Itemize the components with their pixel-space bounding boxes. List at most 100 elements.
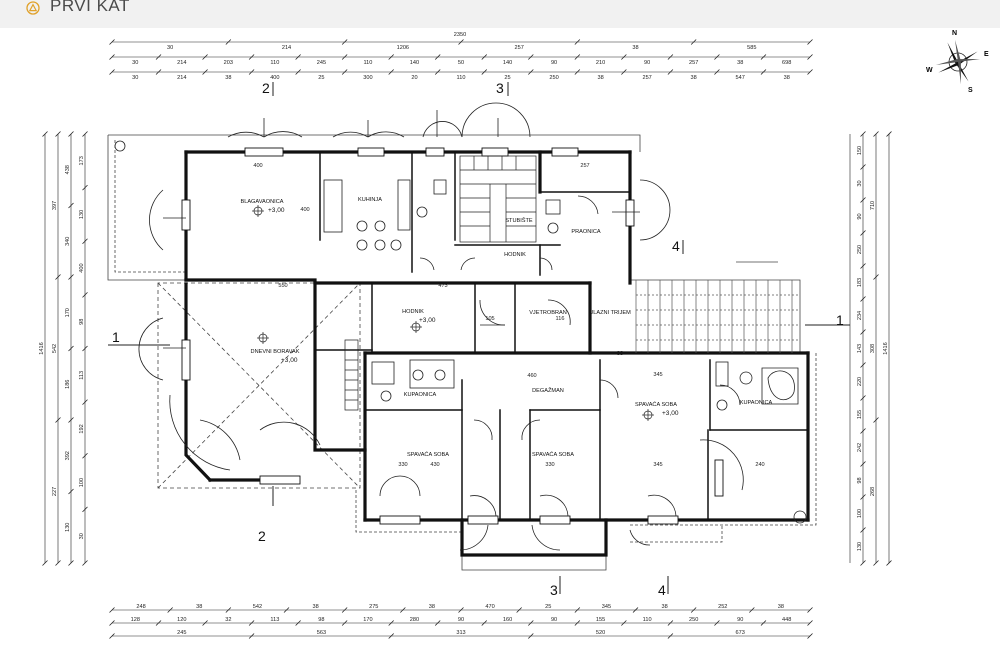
dimension-label: 227 <box>52 487 58 496</box>
section-mark: 2 <box>262 80 270 96</box>
dimension-label: 30 <box>167 45 173 51</box>
dimension-label: 397 <box>52 201 58 210</box>
dimension-label: 38 <box>225 75 231 81</box>
dimension-label: 128 <box>131 617 140 623</box>
dimension-label: 143 <box>857 344 863 353</box>
dimension-label: 2350 <box>454 32 466 38</box>
dimension-label: 160 <box>503 617 512 623</box>
dimension-label: 170 <box>363 617 372 623</box>
room-label-spavaca-r: SPAVAĆA SOBA <box>635 401 677 408</box>
dimension-label: 268 <box>870 487 876 496</box>
section-mark: 4 <box>672 238 680 254</box>
dimension-label: 30 <box>857 180 863 186</box>
dimension-label: 130 <box>857 542 863 551</box>
dimension-label: 313 <box>456 630 465 636</box>
dimension-label: 30 <box>132 75 138 81</box>
dimension-label: 38 <box>429 604 435 610</box>
dimension-label: 183 <box>857 278 863 287</box>
dimension-label: 25 <box>504 75 510 81</box>
section-mark: 1 <box>112 329 120 345</box>
dimension-label: 234 <box>857 311 863 320</box>
room-label-spavaca-m: SPAVAĆA SOBA <box>532 451 574 458</box>
dimension-ticks <box>42 39 892 639</box>
dimension-label: 192 <box>79 424 85 433</box>
inner-dimension-label: 345 <box>653 372 662 378</box>
stairs <box>344 155 800 411</box>
room-label-vjetrobran: VJETROBRAN <box>529 310 567 316</box>
inner-dimension-label: 400 <box>300 207 309 213</box>
dimension-label: 280 <box>410 617 419 623</box>
dimension-label: 275 <box>369 604 378 610</box>
compass-s: S <box>968 87 973 94</box>
triangle-circle-icon[interactable] <box>26 1 40 15</box>
compass-n: N <box>952 30 957 37</box>
dimension-label: 90 <box>551 617 557 623</box>
room-level-spavaca-r: +3,00 <box>662 410 679 417</box>
dimension-label: 155 <box>857 410 863 419</box>
dimension-label: 113 <box>79 371 85 380</box>
dimension-label: 250 <box>857 245 863 254</box>
dimension-label: 520 <box>596 630 605 636</box>
dimension-label: 110 <box>363 60 372 66</box>
dimension-label: 90 <box>458 617 464 623</box>
dimension-label: 100 <box>857 509 863 518</box>
dimension-label: 38 <box>661 604 667 610</box>
room-label-kupaonica-l: KUPAONICA <box>404 392 437 398</box>
dimension-label: 120 <box>177 617 186 623</box>
dimension-label: 110 <box>643 617 652 623</box>
room-label-spavaca-l: SPAVAĆA SOBA <box>407 451 449 458</box>
room-label-hodnik: HODNIK <box>402 309 424 315</box>
room-label-kupaonica-r: KUPAONICA <box>740 400 773 406</box>
level-markers <box>252 205 654 421</box>
dimension-label: 38 <box>691 75 697 81</box>
inner-dimension-label: 105 <box>485 316 494 322</box>
dimension-lines <box>44 41 890 637</box>
dimension-label: 38 <box>632 45 638 51</box>
dimension-label: 25 <box>318 75 324 81</box>
dimension-label: 245 <box>317 60 326 66</box>
inner-dimension-label: 257 <box>580 163 589 169</box>
room-label-dnevni: DNEVNI BORAVAK <box>251 349 300 355</box>
inner-dimension-label: 330 <box>545 462 554 468</box>
section-mark: 1 <box>836 312 844 328</box>
dimension-label: 563 <box>317 630 326 636</box>
dimension-label: 98 <box>318 617 324 623</box>
dimension-label: 98 <box>857 477 863 483</box>
section-mark: 3 <box>550 582 558 598</box>
dimension-label: 308 <box>870 344 876 353</box>
room-label-stubiste: STUBIŠTE <box>505 217 533 224</box>
dimension-label: 698 <box>782 60 791 66</box>
dimension-label: 250 <box>549 75 558 81</box>
dimension-label: 38 <box>597 75 603 81</box>
dimension-label: 585 <box>747 45 756 51</box>
compass-rose: N E S W <box>926 30 989 94</box>
fixtures <box>114 140 807 524</box>
dimension-label: 340 <box>65 237 71 246</box>
dimension-label: 50 <box>458 60 464 66</box>
room-label-kuhinja: KUHINJA <box>358 197 382 203</box>
dimension-label: 214 <box>177 60 186 66</box>
room-label-hodnik-top: HODNIK <box>504 252 526 258</box>
dimension-label: 130 <box>65 523 71 532</box>
dimension-label: 438 <box>65 165 71 174</box>
section-mark: 3 <box>496 80 504 96</box>
dimension-label: 203 <box>224 60 233 66</box>
dimension-label: 90 <box>644 60 650 66</box>
dimension-label: 345 <box>602 604 611 610</box>
dimension-label: 155 <box>596 617 605 623</box>
dimension-label: 30 <box>132 60 138 66</box>
inner-dimension-label: 116 <box>556 316 565 322</box>
room-labels: BLAGAVAONICA+3,00KUHINJASTUBIŠTEPRAONICA… <box>240 197 772 458</box>
header-bar: PRVI KAT <box>0 0 1000 28</box>
dimension-label: 470 <box>485 604 494 610</box>
inner-dimension-label: 460 <box>527 373 536 379</box>
inner-dimension-label: 400 <box>253 163 262 169</box>
dimension-label: 30 <box>79 533 85 539</box>
dimension-label: 90 <box>551 60 557 66</box>
inner-dimension-label: 473 <box>438 283 447 289</box>
dimension-label: 257 <box>689 60 698 66</box>
